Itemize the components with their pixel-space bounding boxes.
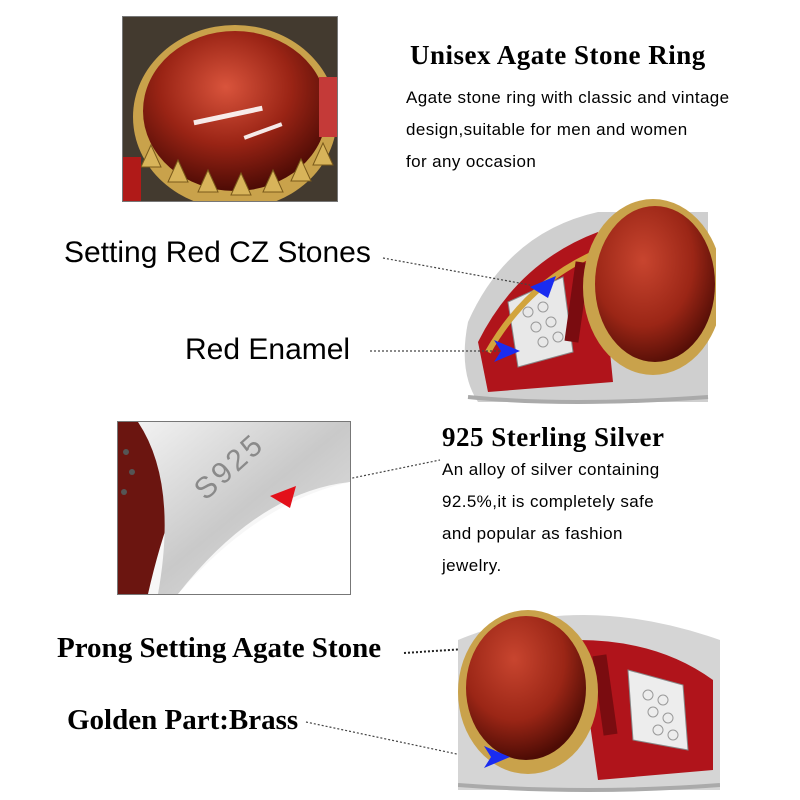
blue-arrow-icon — [530, 276, 556, 298]
agate-desc-line: for any occasion — [406, 152, 537, 171]
silver-section-title: 925 Sterling Silver — [442, 422, 665, 452]
blue-arrow-icon — [484, 746, 510, 768]
agate-section-title: Unisex Agate Stone Ring — [410, 40, 706, 70]
ring-side-view-image — [448, 192, 716, 414]
agate-closeup-image — [122, 16, 338, 202]
callout-golden-brass: Golden Part:Brass — [67, 704, 299, 736]
silver-desc-line: 92.5%,it is completely safe — [442, 492, 655, 511]
agate-desc-line: design,suitable for men and women — [406, 120, 688, 139]
agate-desc-line: Agate stone ring with classic and vintag… — [406, 88, 730, 107]
silver-desc-line: An alloy of silver containing — [442, 460, 660, 479]
silver-section-description: An alloy of silver containing 92.5%,it i… — [442, 454, 660, 582]
callout-red-cz-stones: Setting Red CZ Stones — [64, 236, 371, 269]
callout-prong-setting: Prong Setting Agate Stone — [57, 632, 382, 664]
silver-desc-line: jewelry. — [442, 556, 502, 575]
agate-section-description: Agate stone ring with classic and vintag… — [406, 82, 730, 178]
blue-arrow-icon — [494, 340, 520, 362]
callout-red-enamel: Red Enamel — [185, 333, 351, 366]
ring-front-view-image — [458, 600, 720, 796]
silver-desc-line: and popular as fashion — [442, 524, 623, 543]
red-arrow-icon — [270, 486, 296, 508]
s925-stamp-image: S925 — [117, 421, 351, 595]
